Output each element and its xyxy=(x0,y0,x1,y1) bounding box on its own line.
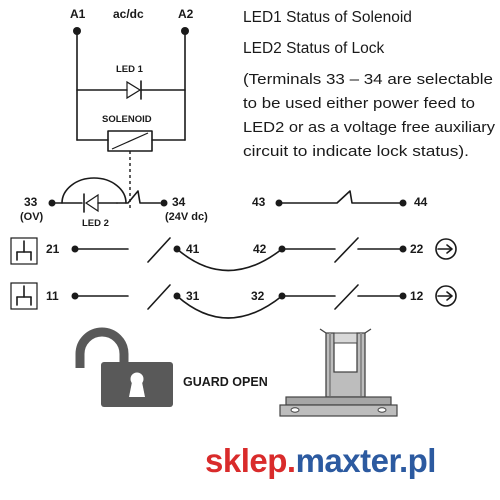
led2-bypass-arc xyxy=(61,177,127,204)
bridge-41-42 xyxy=(176,248,283,272)
legend-led1: LED1 Status of Solenoid xyxy=(243,9,412,26)
ground-box-21 xyxy=(10,237,38,265)
terminal-42-label: 42 xyxy=(253,242,267,256)
led1-diode-icon xyxy=(126,80,142,100)
terminal-a1-label: A1 xyxy=(70,7,86,21)
open-padlock-icon xyxy=(75,327,173,407)
led1-label: LED 1 xyxy=(116,64,144,75)
switch-43-44-blade xyxy=(278,190,403,204)
terminal-12-label: 12 xyxy=(410,289,424,303)
terminal-22-label: 22 xyxy=(410,242,424,256)
terminal-21-label: 21 xyxy=(46,242,60,256)
bridge-31-32 xyxy=(176,295,283,319)
legend-note-line-1: (Terminals 33 – 34 are selectable xyxy=(243,71,493,88)
legend-note-line-4: circuit to indicate lock status). xyxy=(243,143,469,160)
supply-acdc-label: ac/dc xyxy=(113,7,144,21)
watermark-part-1: sklep. xyxy=(205,442,296,479)
terminal-44-label: 44 xyxy=(414,195,428,209)
switch-42-22-blade xyxy=(334,237,359,263)
watermark-logo: sklep.maxter.pl xyxy=(205,442,436,479)
arrow-circle-icon-12 xyxy=(435,285,457,307)
legend-led2: LED2 Status of Lock xyxy=(243,40,385,57)
switch-32-12-blade xyxy=(334,284,359,310)
solenoid-label: SOLENOID xyxy=(102,114,152,125)
switch-11-31-blade xyxy=(147,284,171,310)
terminal-33-sub: (OV) xyxy=(20,211,44,223)
ground-box-11 xyxy=(10,282,38,310)
legend-note-line-3: LED2 or as a voltage free auxiliary xyxy=(243,119,496,136)
led2-label: LED 2 xyxy=(82,218,109,229)
terminal-12-dot xyxy=(399,292,407,300)
terminal-44-dot xyxy=(399,199,407,207)
terminal-34-dot xyxy=(160,199,168,207)
actuator-key-icon xyxy=(279,328,398,417)
terminal-31-label: 31 xyxy=(186,289,200,303)
guard-status-label: GUARD OPEN xyxy=(183,375,268,389)
switch-21-41-blade xyxy=(147,237,171,263)
switch-33-34-blade xyxy=(116,190,161,204)
solenoid-coil-slash xyxy=(111,132,149,150)
terminal-11-label: 11 xyxy=(46,289,59,303)
terminal-32-label: 32 xyxy=(251,289,265,303)
led2-diode-icon xyxy=(84,193,99,213)
terminal-43-label: 43 xyxy=(252,195,266,209)
terminal-33-label: 33 xyxy=(24,195,38,209)
terminal-a2-label: A2 xyxy=(178,7,194,21)
legend-note-line-2: to be used either power feed to xyxy=(243,95,475,112)
terminal-41-label: 41 xyxy=(186,242,200,256)
arrow-circle-icon-22 xyxy=(435,238,457,260)
terminal-34-sub: (24V dc) xyxy=(165,211,208,223)
watermark-part-2: maxter.pl xyxy=(296,442,436,479)
terminal-34-label: 34 xyxy=(172,195,186,209)
terminal-22-dot xyxy=(399,245,407,253)
